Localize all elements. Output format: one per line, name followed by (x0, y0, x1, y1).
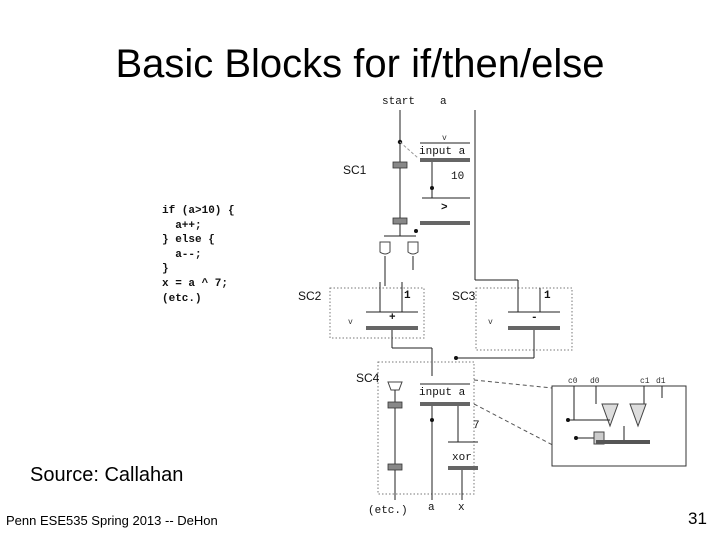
inset-label-c1: c1 (640, 377, 650, 386)
const-7: 7 (473, 420, 480, 432)
block-bar (508, 326, 560, 330)
branch-gate-right (407, 241, 419, 255)
v-left: v (348, 318, 353, 327)
inset-label-d1: d1 (656, 377, 666, 386)
output-a-label: a (428, 502, 435, 514)
sc1-register-2 (392, 217, 408, 225)
sc4-label: SC4 (356, 371, 380, 385)
wire-dot (566, 418, 570, 422)
block-bar (448, 466, 478, 470)
sc4-box (377, 361, 475, 495)
merge-gate (387, 381, 403, 391)
sc2-label: SC2 (298, 289, 322, 303)
sc1-label: SC1 (343, 163, 367, 177)
inset-bar (596, 440, 650, 444)
sc4-register-2 (387, 463, 403, 471)
dashed-wire (399, 141, 419, 159)
const-10: 10 (451, 171, 464, 183)
slide-title: Basic Blocks for if/then/else (115, 42, 605, 86)
page-number: 31 (688, 509, 707, 528)
sc3-label: SC3 (452, 289, 476, 303)
const-1-right: 1 (544, 290, 551, 302)
inset-label-d0: d0 (590, 377, 600, 386)
const-1-left: 1 (404, 290, 411, 302)
source-caption: Source: Callahan (30, 464, 184, 486)
footer-text: Penn ESE535 Spring 2013 -- DeHon (6, 513, 218, 528)
mux-triangle-left (601, 403, 619, 428)
wire-dot (430, 186, 434, 190)
code-line: x = a ^ 7; (162, 277, 229, 290)
sc4-register (387, 401, 403, 409)
mux-triangle-right (629, 403, 647, 428)
sc2-box (329, 287, 425, 339)
v-right: v (488, 318, 493, 327)
sc1-register (392, 161, 408, 169)
inset-label-c0: c0 (568, 377, 578, 386)
code-line: (etc.) (162, 292, 202, 305)
wire-dot (414, 229, 418, 233)
plus-operator: + (389, 312, 396, 324)
block-bar (420, 221, 470, 225)
minus-operator: - (531, 312, 538, 324)
xor-operator: xor (452, 452, 472, 464)
v-marker: v (442, 134, 447, 143)
code-line: } else { (162, 234, 215, 247)
wire-dot (574, 436, 578, 440)
code-line: } (162, 263, 169, 276)
start-label: start (382, 96, 415, 108)
code-snippet: if (a>10) { a++; } else { a--; } x = a ^… (162, 204, 235, 306)
mux-inset (551, 385, 687, 467)
block-bar (420, 402, 470, 406)
block-bar (366, 326, 418, 330)
wire-dot (430, 418, 434, 422)
input-a-label-2: input a (419, 387, 466, 399)
sc3-box (475, 287, 573, 351)
wire-dot (454, 356, 458, 360)
output-x-label: x (458, 502, 465, 514)
code-line: a--; (162, 248, 202, 261)
gt-operator: > (441, 202, 448, 214)
etc-label: (etc.) (368, 505, 408, 517)
branch-gate-left (379, 241, 391, 255)
code-line: a++; (162, 219, 202, 232)
input-a-label: input a (419, 146, 466, 158)
zoom-line (473, 403, 567, 453)
a-label: a (440, 96, 447, 108)
block-bar (420, 158, 470, 162)
code-line: if (a>10) { (162, 205, 235, 217)
zoom-line (473, 379, 553, 389)
